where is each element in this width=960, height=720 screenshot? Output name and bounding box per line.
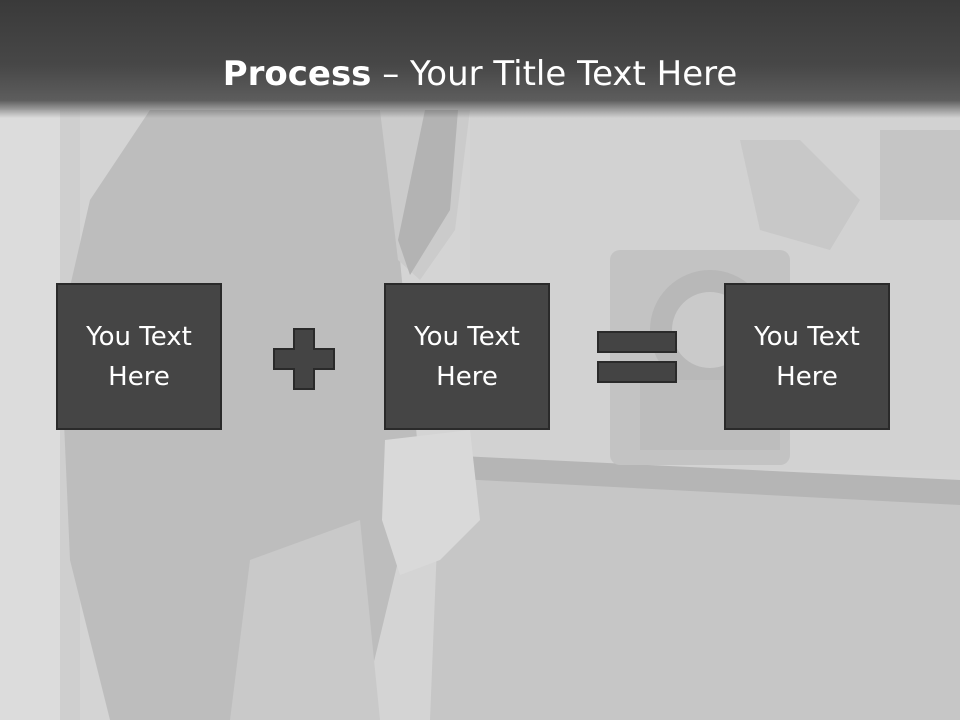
- title-bar: [0, 0, 960, 118]
- process-box-1[interactable]: You Text Here: [56, 283, 222, 430]
- plus-icon: [273, 328, 335, 390]
- title-rest: – Your Title Text Here: [371, 54, 738, 94]
- process-box-3[interactable]: You Text Here: [724, 283, 890, 430]
- process-box-3-text: You Text Here: [754, 321, 860, 392]
- equals-icon: [597, 331, 677, 383]
- title-bold: Process: [222, 54, 372, 94]
- process-box-2[interactable]: You Text Here: [384, 283, 550, 430]
- slide-title[interactable]: Process – Your Title Text Here: [0, 52, 960, 96]
- process-box-2-text: You Text Here: [414, 321, 520, 392]
- process-box-1-text: You Text Here: [86, 321, 192, 392]
